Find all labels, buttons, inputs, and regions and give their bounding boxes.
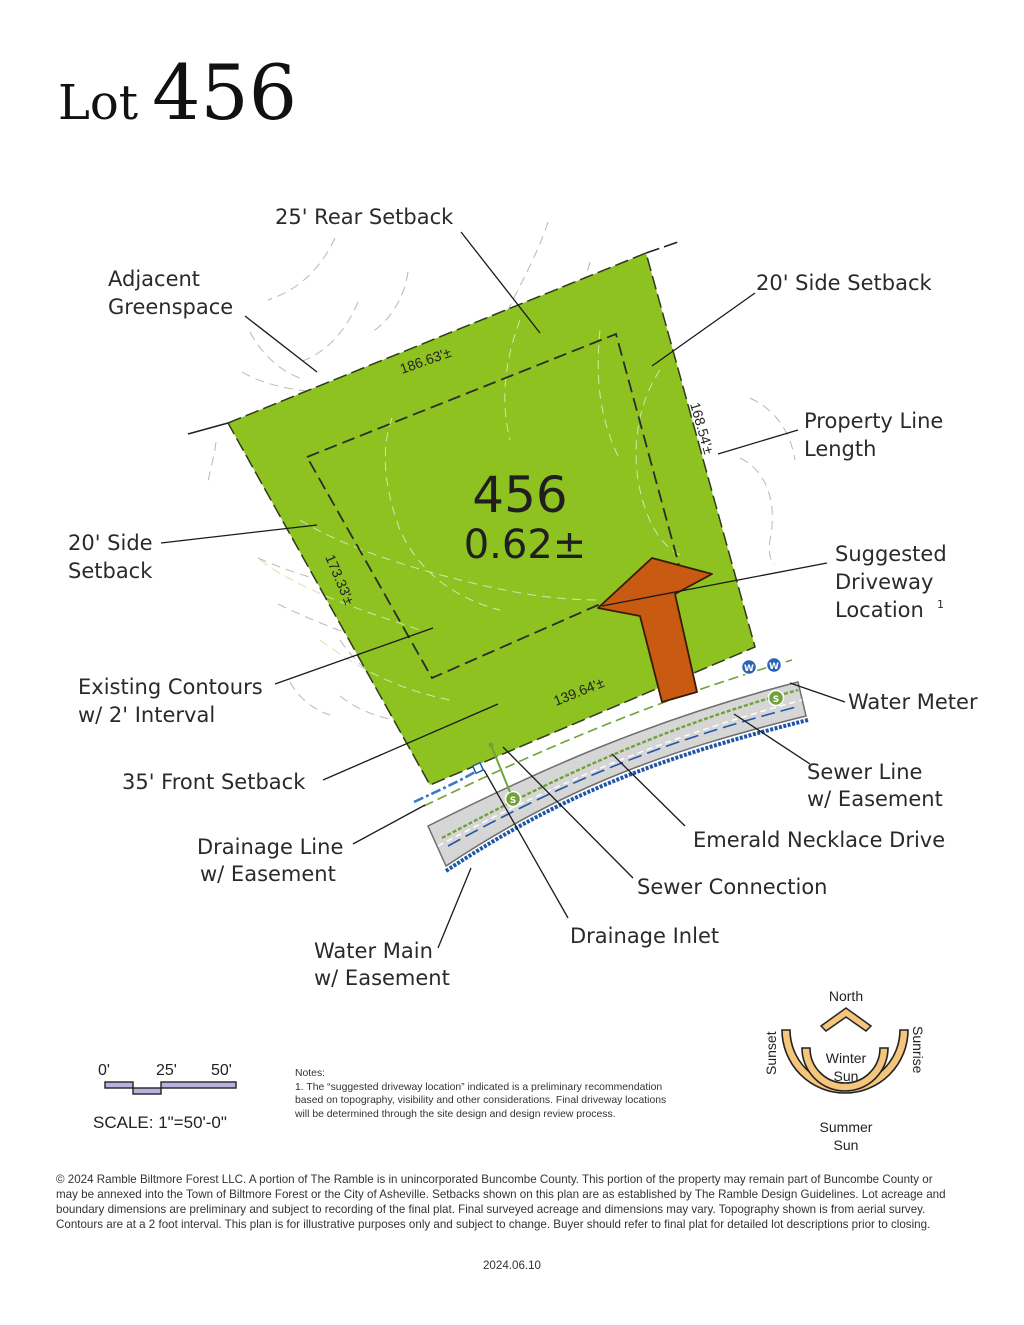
label-contours-1: Existing Contours <box>78 675 263 699</box>
drainage-line <box>413 766 483 804</box>
sewer-marker-left-label: S <box>510 796 516 806</box>
water-meter-marker-1[interactable]: W <box>740 658 758 676</box>
compass-diagram: North Sunset Sunrise Winter Sun Summer S… <box>763 988 926 1153</box>
label-drainage-line-2: w/ Easement <box>200 862 336 886</box>
label-property-line-1: Property Line <box>804 409 943 433</box>
notes-line-1: 1. The “suggested driveway location” ind… <box>295 1081 663 1093</box>
notes-line-2: based on topography, visibility and othe… <box>295 1095 667 1106</box>
label-water-main-1: Water Main <box>314 939 433 963</box>
north-chevron <box>819 1007 873 1032</box>
sewer-cleanout <box>488 742 494 748</box>
compass-winter-2: Sun <box>834 1068 859 1084</box>
scale-tick-0: 0' <box>98 1062 110 1079</box>
scale-text: SCALE: 1"=50'-0" <box>93 1113 227 1132</box>
lot-parcel[interactable] <box>226 251 756 786</box>
label-front-setback: 35' Front Setback <box>122 770 306 794</box>
label-water-main-2: w/ Easement <box>314 966 450 990</box>
sewer-marker-left[interactable]: S <box>504 790 522 808</box>
label-side-setback-left-1: 20' Side <box>68 531 153 555</box>
label-driveway-1: Suggested <box>835 542 947 566</box>
label-sewer-line-2: w/ Easement <box>807 787 943 811</box>
suggested-driveway-arrow[interactable] <box>597 557 713 703</box>
sewer-service-line <box>490 744 511 793</box>
water-easement-line <box>447 705 801 847</box>
scale-bar: 0' 25' 50' SCALE: 1"=50'-0" <box>93 1062 237 1132</box>
label-drainage-inlet: Drainage Inlet <box>570 924 719 948</box>
lot-contours <box>259 319 681 701</box>
drainage-inlet-marker[interactable] <box>471 761 485 775</box>
label-side-setback-left-2: Setback <box>68 559 153 583</box>
label-side-setback-right: 20' Side Setback <box>756 271 932 295</box>
label-adjacent-greenspace-2: Greenspace <box>108 295 233 319</box>
notes-block: Notes: 1. The “suggested driveway locati… <box>295 1067 735 1121</box>
footer-date: 2024.06.10 <box>482 1259 542 1272</box>
compass-summer-2: Sun <box>834 1137 859 1153</box>
label-sewer-line-1: Sewer Line <box>807 760 922 784</box>
compass-sunset: Sunset <box>763 1031 779 1075</box>
label-driveway-3: Location <box>835 598 924 622</box>
sewer-line <box>441 688 799 840</box>
site-plan: 186.63'± 168.54'± 173.33'± 139.64'± 456 … <box>68 205 978 1153</box>
label-rear-setback: 25' Rear Setback <box>275 205 454 229</box>
notes-line-3: will be determined through the site desi… <box>295 1108 616 1120</box>
water-meter-marker-2-label: W <box>769 662 779 672</box>
label-water-meter: Water Meter <box>848 690 978 714</box>
leader-lines <box>160 231 846 949</box>
winter-sun-arc <box>801 1047 889 1092</box>
lot-title-prefix: Lot <box>58 75 139 131</box>
road-center-dashes <box>437 699 803 847</box>
compass-north: North <box>829 988 863 1004</box>
label-adjacent-greenspace-1: Adjacent <box>108 267 200 291</box>
label-driveway-2: Driveway <box>835 570 933 594</box>
label-drainage-line-1: Drainage Line <box>197 835 343 859</box>
label-property-line-2: Length <box>804 437 876 461</box>
notes-heading: Notes: <box>295 1068 326 1079</box>
footer-disclaimer: © 2024 Ramble Biltmore Forest LLC. A por… <box>56 1173 946 1231</box>
compass-winter-1: Winter <box>826 1050 867 1066</box>
label-contours-2: w/ 2' Interval <box>78 703 215 727</box>
water-main-line <box>444 718 809 873</box>
sewer-marker-right[interactable]: S <box>767 689 785 707</box>
lot-number: 456 <box>472 466 567 524</box>
sewer-easement-edge <box>423 659 793 807</box>
lot-title-number: 456 <box>152 48 298 137</box>
water-meter-marker-2[interactable]: W <box>765 656 783 674</box>
label-road: Emerald Necklace Drive <box>693 828 945 852</box>
lot-acreage: 0.62± <box>464 522 587 568</box>
compass-sunrise: Sunrise <box>910 1026 926 1074</box>
label-sewer-connection: Sewer Connection <box>637 875 827 899</box>
road-surface <box>427 681 807 868</box>
sewer-marker-right-label: S <box>773 695 779 705</box>
scale-tick-50: 50' <box>211 1062 232 1079</box>
scale-tick-25: 25' <box>156 1062 177 1079</box>
compass-summer-1: Summer <box>820 1119 873 1135</box>
rear-boundary-extension-left <box>187 422 229 435</box>
water-meter-marker-1-label: W <box>744 664 754 674</box>
label-driveway-note-ref: 1 <box>937 598 944 611</box>
rear-boundary-extension-right <box>645 241 679 254</box>
